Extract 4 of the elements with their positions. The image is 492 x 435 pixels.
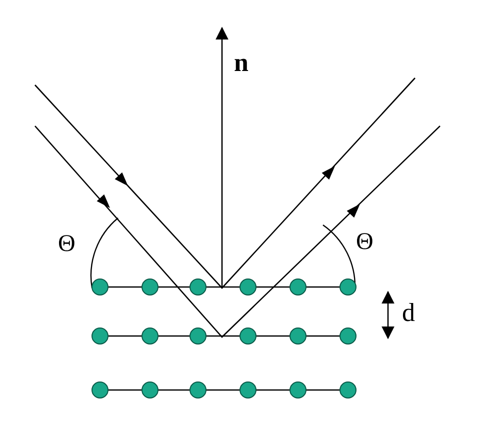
angle-label: Θ xyxy=(58,232,76,256)
angle-label: Θ xyxy=(356,230,374,254)
spacing-label: d xyxy=(402,300,415,326)
normal-label: n xyxy=(234,50,248,76)
